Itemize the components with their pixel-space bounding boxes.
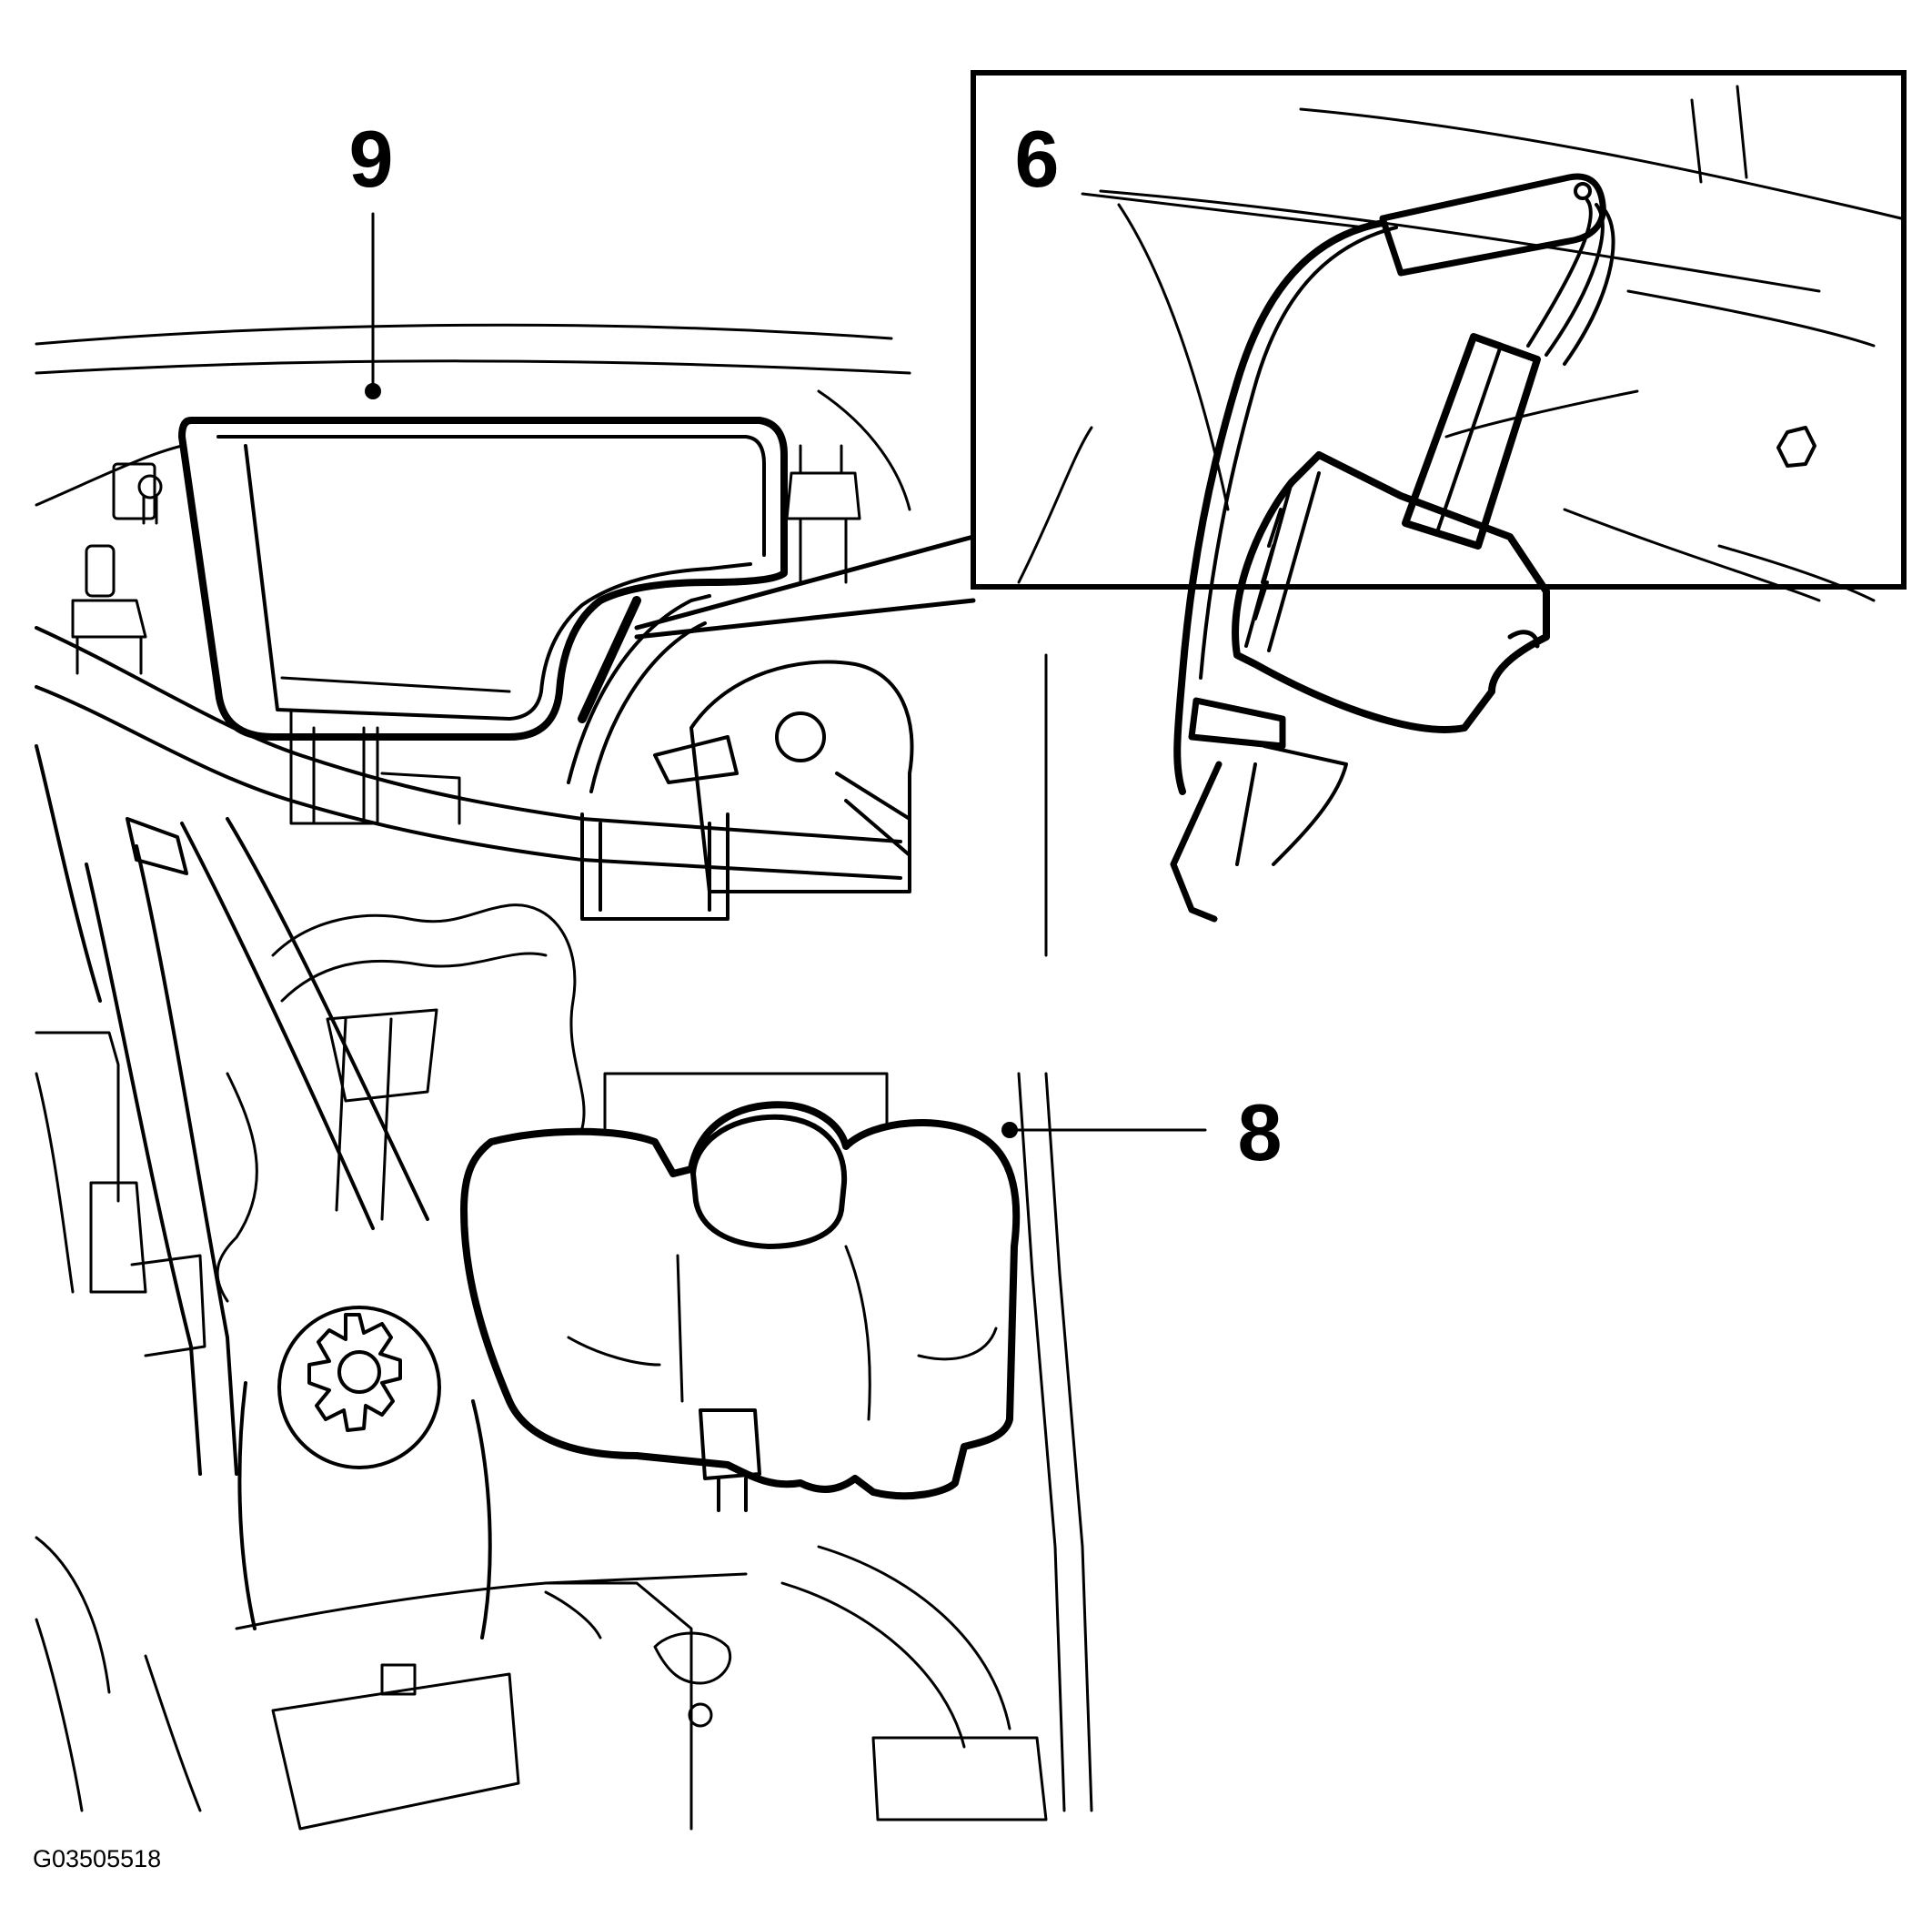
inset-background-lines	[1017, 85, 1903, 957]
callout-9: 9	[349, 114, 394, 204]
inset-pointer	[634, 534, 976, 640]
inset-sleeve	[1379, 173, 1606, 277]
power-steering-cap	[237, 1306, 492, 1640]
bracket-left	[35, 1031, 206, 1357]
wiring-harness	[216, 903, 586, 1303]
lower-components	[35, 1072, 1093, 1831]
inset-connector-6	[1170, 333, 1550, 923]
engine-bay-main-view	[35, 323, 1093, 1831]
reservoir-tank-9	[178, 417, 788, 825]
callout-leaders	[365, 212, 1207, 1138]
leader-9-dot	[365, 383, 381, 399]
brake-fluid-reservoir-8	[460, 1072, 1021, 1512]
detail-inset	[634, 70, 1907, 957]
inset-wires	[1526, 198, 1615, 366]
body-panel-lines	[35, 323, 911, 511]
valve-unit	[653, 660, 914, 893]
hoses-left	[35, 744, 429, 1476]
leader-6	[1081, 192, 1366, 229]
inset-frame	[971, 70, 1907, 590]
figure-id: G03505518	[33, 1845, 161, 1872]
callout-6: 6	[1015, 114, 1060, 204]
leader-8-dot	[1001, 1122, 1018, 1138]
inset-harness-loop	[1173, 219, 1386, 795]
callout-8: 8	[1238, 1087, 1283, 1177]
inset-bolt	[1776, 426, 1816, 468]
cross-pipe	[35, 626, 902, 921]
